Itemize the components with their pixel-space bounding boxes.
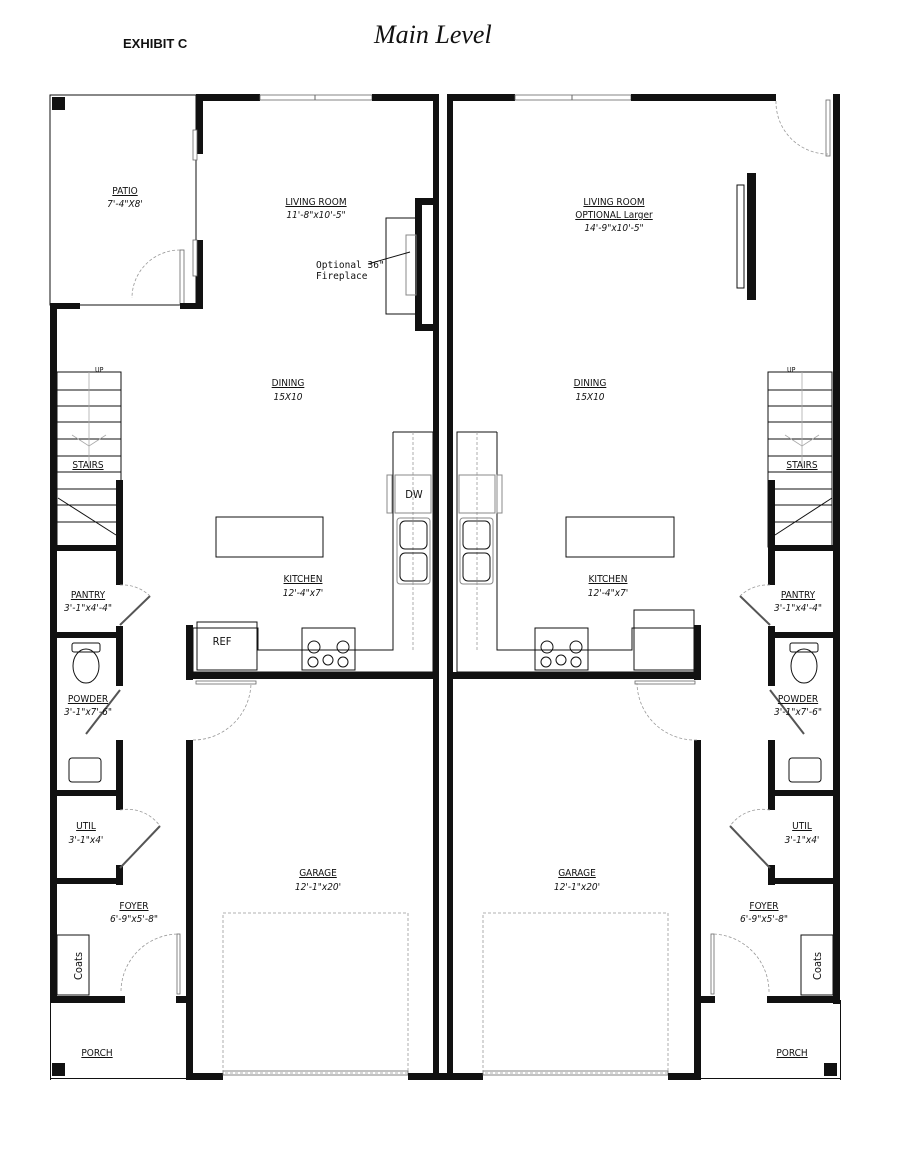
living-room-dim: 14'-9"x10'-5" — [584, 223, 643, 234]
stairs-right — [767, 371, 833, 548]
foyer-dim: 6'-9"x5'-8" — [110, 914, 158, 925]
kitchen-dim: 12'-4"x7' — [588, 588, 629, 599]
foyer-dim: 6'-9"x5'-8" — [740, 914, 788, 925]
fireplace-note: Optional 36" — [316, 260, 385, 271]
dining-dim: 15X10 — [273, 392, 302, 403]
coat-closet — [56, 934, 90, 996]
kitchen-label: KITCHEN — [589, 574, 628, 585]
pantry-label: PANTRY — [781, 590, 816, 601]
kitchen-dim: 12'-4"x7' — [283, 588, 324, 599]
walls — [49, 94, 841, 1080]
living-room-label: LIVING ROOM — [285, 197, 346, 208]
patio-dim: 7'-4"X8' — [107, 199, 143, 210]
util-label: UTIL — [76, 821, 96, 832]
kitchen-label: KITCHEN — [284, 574, 323, 585]
dishwasher — [394, 474, 432, 514]
living-room-option: OPTIONAL Larger — [575, 210, 653, 221]
sink-icon — [459, 517, 494, 585]
powder-fixtures — [68, 642, 822, 783]
car-outline — [222, 912, 409, 1074]
living-room-dim: 11'-8"x10'-5" — [286, 210, 345, 221]
dining-label: DINING — [574, 378, 607, 389]
coat-closet — [800, 934, 834, 996]
patio-label: PATIO — [112, 186, 137, 197]
range-icon — [301, 627, 356, 671]
labels-right: LIVING ROOM OPTIONAL Larger 14'-9"x10'-5… — [554, 197, 824, 1059]
dishwasher-label: DW — [405, 488, 423, 501]
living-room-label: LIVING ROOM — [583, 197, 644, 208]
garage-dim: 12'-1"x20' — [295, 882, 341, 893]
porch-label: PORCH — [81, 1048, 112, 1059]
stairs-up-label: UP — [787, 366, 796, 374]
porch-label: PORCH — [776, 1048, 807, 1059]
coats-label: Coats — [72, 952, 85, 980]
sink-icon — [396, 517, 431, 585]
labels-left: PATIO 7'-4"X8' LIVING ROOM 11'-8"x10'-5"… — [64, 186, 423, 1059]
sink-icon — [68, 757, 102, 783]
post-icon — [824, 1063, 837, 1076]
range-icon — [534, 627, 589, 671]
powder-label: POWDER — [778, 694, 818, 705]
post-icon — [52, 1063, 65, 1076]
refrigerator — [633, 609, 695, 671]
sink-icon — [788, 757, 822, 783]
stairs-label: STAIRS — [786, 460, 817, 471]
kitchen-right — [456, 431, 696, 685]
foyer-label: FOYER — [749, 901, 778, 912]
garage-label: GARAGE — [558, 868, 596, 879]
refrigerator — [196, 621, 258, 671]
dining-dim: 15X10 — [575, 392, 604, 403]
door-swings — [85, 584, 805, 869]
kitchen-left — [192, 431, 434, 685]
toilet-icon — [790, 648, 818, 684]
exhibit-label: EXHIBIT C — [123, 36, 188, 51]
toilet-icon — [72, 648, 100, 684]
util-dim: 3'-1"x4' — [69, 835, 104, 846]
coats-label: Coats — [811, 952, 824, 980]
foyer-label: FOYER — [119, 901, 148, 912]
dining-label: DINING — [272, 378, 305, 389]
garage-dim: 12'-1"x20' — [554, 882, 600, 893]
pantry-dim: 3'-1"x4'-4" — [774, 603, 822, 614]
fireplace-outline — [385, 217, 417, 315]
window — [259, 94, 373, 101]
page-title: Main Level — [374, 20, 492, 49]
util-dim: 3'-1"x4' — [785, 835, 820, 846]
patio-outline — [49, 94, 197, 306]
fireplace-note-2: Fireplace — [316, 271, 368, 282]
stairs-up-label: UP — [95, 366, 104, 374]
util-label: UTIL — [792, 821, 812, 832]
refrigerator-label: REF — [213, 635, 232, 648]
powder-dim: 3'-1"x7'-6" — [774, 707, 822, 718]
leader-line — [367, 251, 411, 265]
kitchen-island — [565, 516, 675, 558]
powder-label: POWDER — [68, 694, 108, 705]
stairs-left — [56, 371, 122, 548]
stairs-label: STAIRS — [72, 460, 103, 471]
pantry-dim: 3'-1"x4'-4" — [64, 603, 112, 614]
garage-label: GARAGE — [299, 868, 337, 879]
window — [514, 94, 632, 101]
powder-dim: 3'-1"x7'-6" — [64, 707, 112, 718]
patio-door — [179, 249, 185, 306]
pantry-label: PANTRY — [71, 590, 106, 601]
car-outline — [482, 912, 669, 1074]
entry-door — [825, 99, 831, 157]
post-icon — [52, 97, 65, 110]
kitchen-island — [215, 516, 324, 558]
